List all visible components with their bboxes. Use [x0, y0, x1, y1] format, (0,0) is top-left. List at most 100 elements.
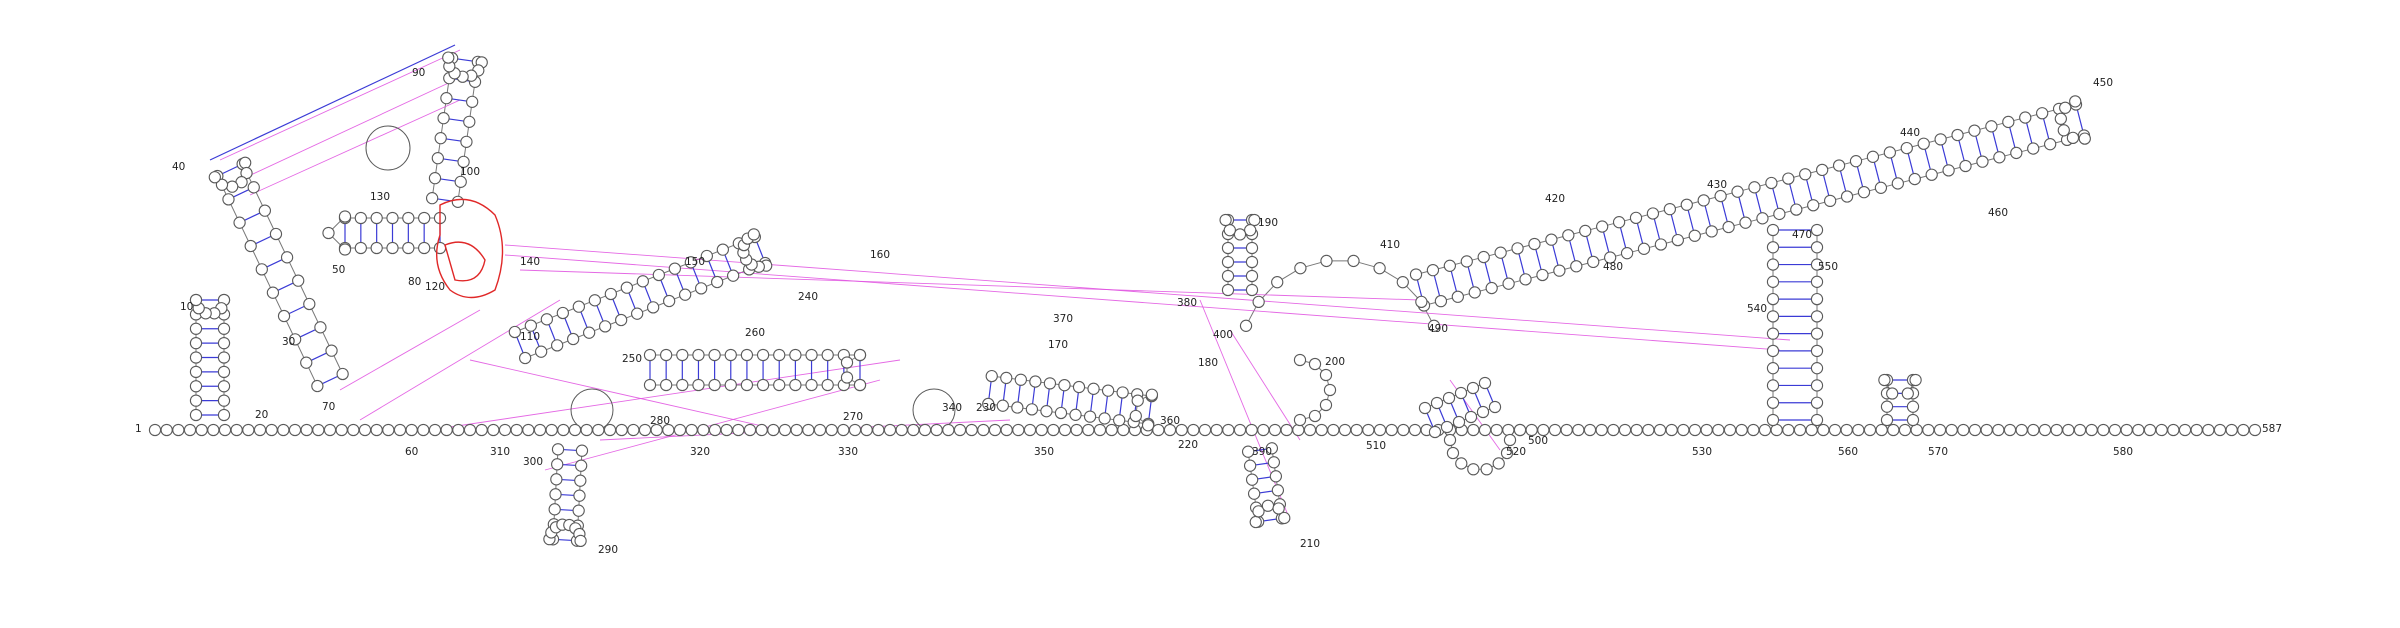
nucleotide-72 — [977, 423, 990, 437]
position-label-280: 280 — [650, 415, 670, 427]
nucleotide-403 — [1221, 255, 1235, 269]
nucleotide-33 — [522, 423, 535, 437]
nucleotide-411 — [1219, 213, 1232, 227]
nucleotide-587 — [1427, 319, 1441, 332]
nucleotide-101 — [1315, 423, 1328, 437]
nucleotide-261 — [418, 241, 431, 255]
nucleotide-241 — [425, 192, 439, 205]
nucleotide-348 — [549, 488, 562, 501]
position-label-130: 130 — [370, 191, 390, 203]
pseudoknot-link — [249, 99, 461, 196]
nucleotide-328 — [660, 348, 673, 362]
nucleotide-300 — [684, 256, 697, 269]
nucleotide-437 — [1434, 294, 1448, 308]
nucleotide-535 — [1500, 446, 1514, 460]
position-label-110: 110 — [520, 331, 540, 343]
nucleotide-584 — [1373, 262, 1386, 275]
nucleotide-571 — [1880, 400, 1894, 413]
nucleotide-91 — [1198, 423, 1212, 437]
nucleotide-40 — [603, 423, 617, 437]
nucleotide-319 — [740, 378, 754, 392]
nucleotide-458 — [1790, 203, 1803, 216]
nucleotide-331 — [708, 348, 721, 362]
nucleotide-144 — [1805, 423, 1818, 437]
nucleotide-189 — [217, 322, 231, 335]
nucleotide-102 — [1327, 423, 1340, 437]
nucleotide-519 — [2054, 112, 2067, 125]
position-label-20: 20 — [255, 409, 268, 421]
nucleotide-487 — [1596, 220, 1609, 233]
nucleotide-274 — [535, 345, 548, 358]
nucleotide-125 — [1583, 423, 1597, 437]
position-label-500: 500 — [1528, 435, 1548, 447]
nucleotide-582 — [1320, 254, 1333, 268]
nucleotide-401 — [1221, 283, 1235, 297]
position-label-480: 480 — [1603, 261, 1623, 273]
nucleotide-335 — [773, 348, 786, 362]
nucleotide-495 — [1731, 185, 1744, 198]
nucleotide-76 — [1023, 423, 1037, 437]
nucleotide-387 — [1101, 384, 1115, 397]
nucleotide-93 — [1222, 423, 1235, 437]
nucleotide-439 — [1468, 286, 1481, 299]
nucleotide-218 — [300, 356, 313, 369]
nucleotide-442 — [1519, 273, 1532, 286]
nucleotide-337 — [805, 348, 818, 362]
nucleotide-178 — [2202, 423, 2215, 437]
position-label-210: 210 — [1300, 538, 1320, 550]
nucleotide-297 — [636, 275, 649, 288]
nucleotide-490 — [1646, 207, 1660, 220]
nucleotide-567 — [1906, 400, 1920, 413]
nucleotide-570 — [1880, 413, 1894, 427]
nucleotide-164 — [2038, 423, 2052, 437]
nucleotide-161 — [2003, 423, 2017, 437]
nucleotide-264 — [354, 211, 367, 225]
nucleotide-504 — [1883, 146, 1897, 159]
nucleotide-533 — [1478, 376, 1492, 390]
nucleotide-212 — [280, 251, 294, 264]
nucleotide-354 — [574, 474, 587, 487]
nucleotide-531 — [1454, 386, 1468, 400]
nucleotide-471 — [2010, 146, 2023, 160]
nucleotide-480 — [1477, 250, 1490, 264]
nucleotide-67 — [918, 423, 932, 437]
position-label-140: 140 — [520, 256, 540, 268]
nucleotide-585 — [1396, 276, 1409, 289]
nucleotide-208 — [325, 344, 338, 357]
nucleotide-563 — [1766, 258, 1780, 271]
nucleotide-478 — [1443, 259, 1457, 272]
position-label-240: 240 — [798, 291, 818, 303]
nucleotide-206 — [189, 293, 203, 307]
nucleotide-509 — [1968, 124, 1981, 137]
position-label-100: 100 — [460, 166, 480, 178]
pseudoknot-link — [219, 49, 461, 161]
position-label-250: 250 — [622, 353, 642, 365]
nucleotide-39 — [592, 423, 605, 437]
position-label-410: 410 — [1380, 239, 1400, 251]
position-label-190: 190 — [1258, 217, 1278, 229]
nucleotide-61 — [848, 423, 862, 437]
highlight-region — [436, 198, 504, 299]
position-label-60: 60 — [405, 446, 418, 458]
nucleotide-196 — [189, 351, 203, 364]
nucleotide-260 — [402, 241, 415, 255]
nucleotide-381 — [1014, 373, 1027, 386]
nucleotide-420 — [1269, 470, 1283, 483]
nucleotide-175 — [2167, 423, 2180, 437]
nucleotide-151 — [1887, 423, 1900, 437]
nucleotide-42 — [627, 423, 640, 437]
nucleotide-148 — [1852, 423, 1865, 437]
nucleotide-341 — [853, 378, 867, 392]
nucleotide-291 — [540, 313, 553, 326]
position-label-180: 180 — [1198, 357, 1218, 369]
nucleotide-313 — [643, 378, 657, 392]
nucleotide-59 — [825, 423, 838, 437]
position-label-530: 530 — [1692, 446, 1712, 458]
nucleotide-435 — [1293, 413, 1307, 427]
nucleotide-7 — [218, 423, 232, 437]
nucleotide-259 — [386, 241, 399, 255]
nucleotide-10 — [253, 423, 267, 437]
nucleotide-49 — [708, 423, 722, 437]
nucleotide-557 — [1766, 362, 1780, 375]
nucleotide-183 — [217, 408, 231, 422]
